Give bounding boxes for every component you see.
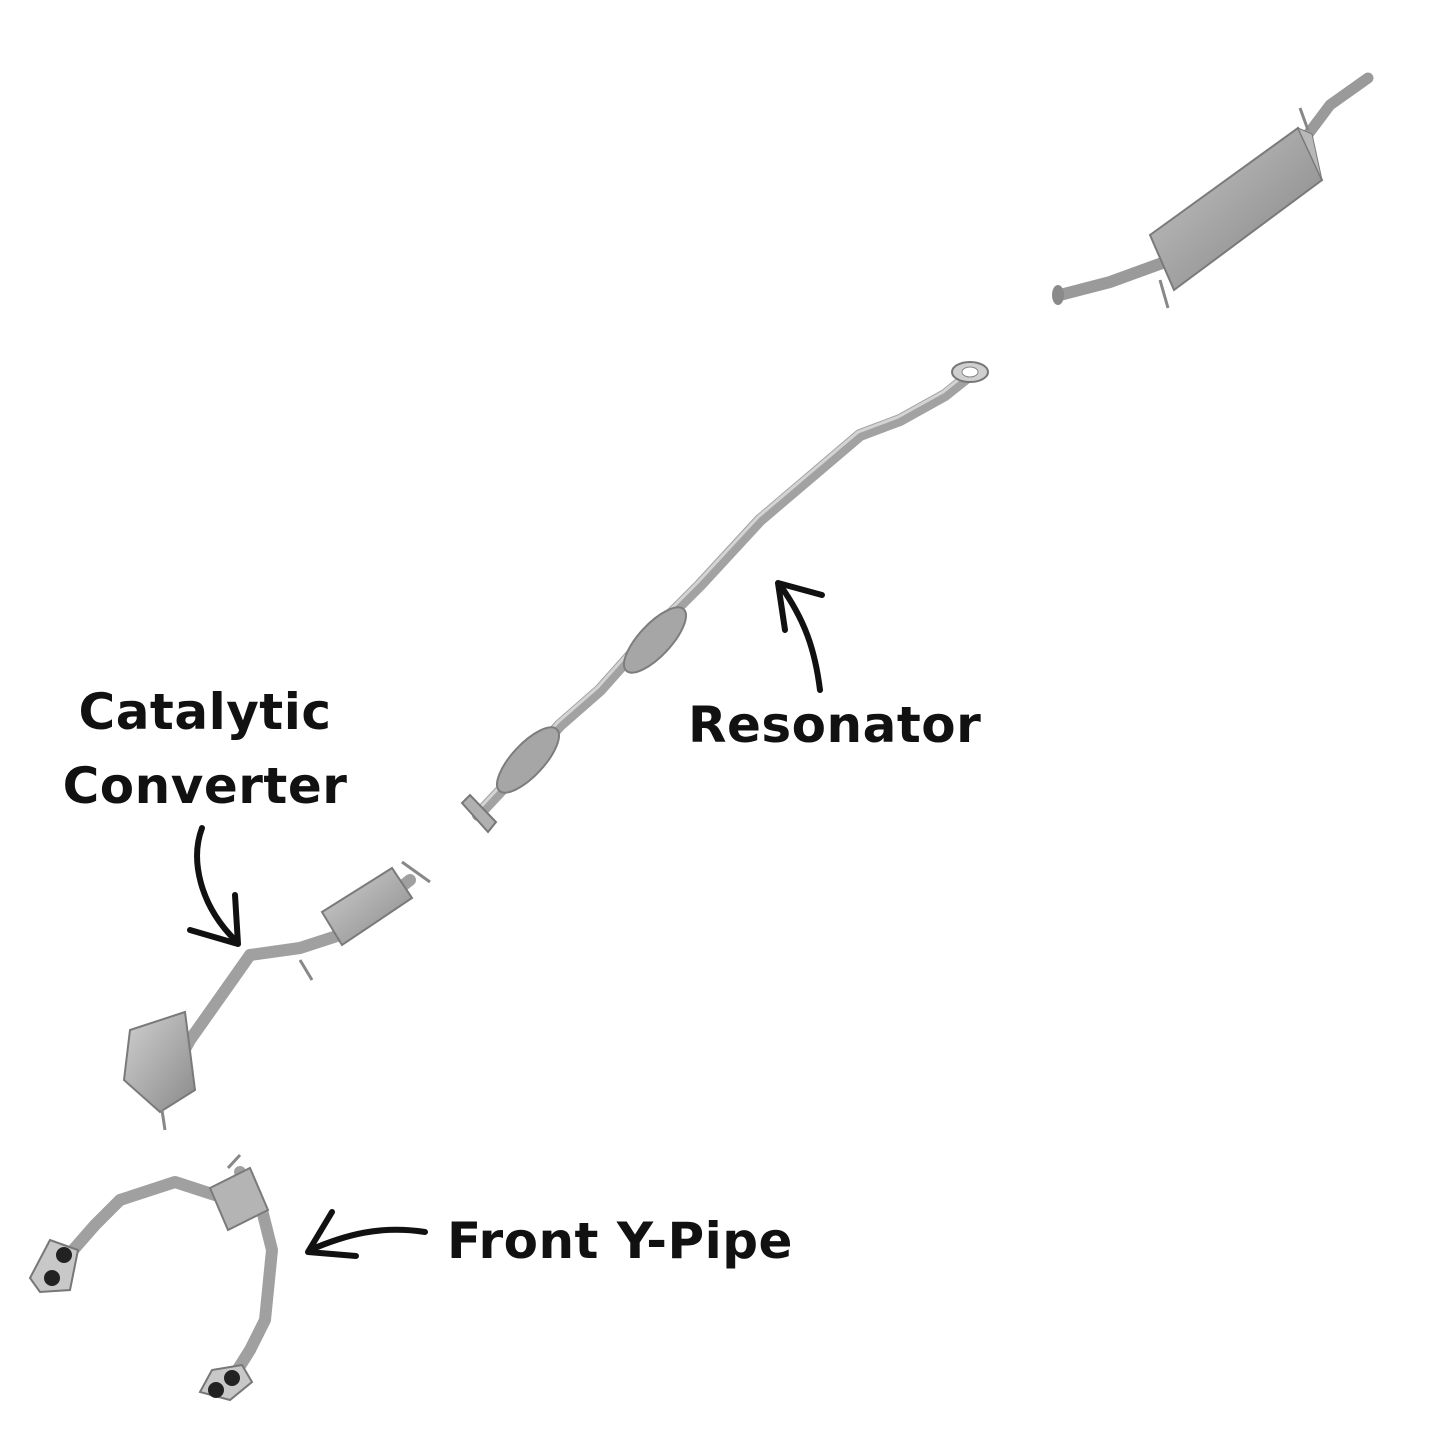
resonator-pipe	[460, 361, 989, 834]
catalytic-arrow	[187, 825, 241, 947]
resonator-arrow	[775, 580, 825, 693]
catalytic-label-line1: Catalytic	[78, 683, 332, 741]
resonator-label: Resonator	[688, 696, 982, 754]
catalytic-label-line2: Converter	[62, 757, 348, 815]
y-pipe-arrow	[305, 1209, 428, 1259]
front-y-pipe-label: Front Y-Pipe	[447, 1212, 793, 1270]
front-y-pipe	[28, 1153, 278, 1402]
catalytic-converter	[122, 860, 431, 1131]
rear-muffler	[1052, 72, 1374, 309]
catalytic-converter-label: Catalytic Converter	[60, 675, 350, 823]
